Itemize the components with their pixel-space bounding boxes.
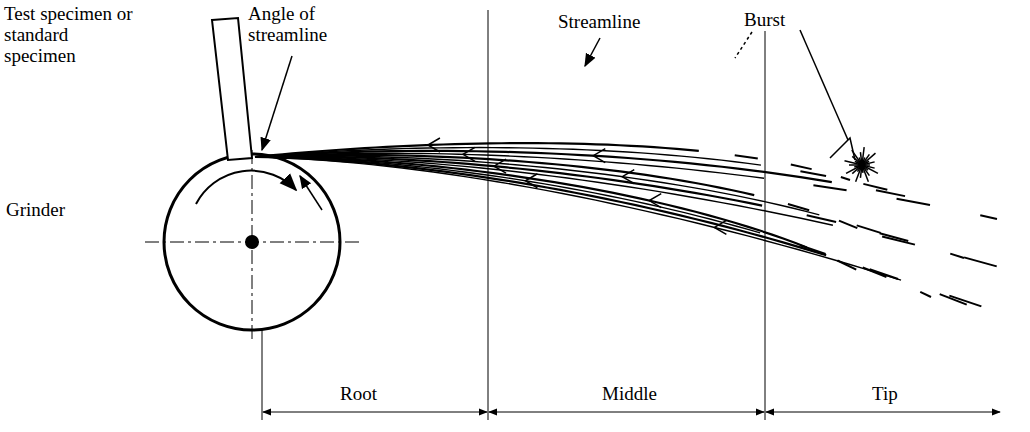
zone-divider	[765, 10, 766, 420]
burst-fork	[830, 138, 855, 160]
leader-line	[800, 30, 848, 140]
zone-label: Middle	[600, 384, 659, 405]
burst-label: Burst	[742, 10, 787, 31]
extension-line	[262, 330, 263, 420]
leader-line	[262, 56, 292, 150]
leader-line	[735, 32, 752, 58]
zone-divider	[488, 10, 489, 420]
streamline	[255, 157, 826, 255]
dimension-line	[766, 412, 1000, 413]
spark-streams	[255, 138, 1029, 323]
spark-dash	[882, 237, 915, 245]
streamline	[255, 157, 833, 225]
spark-dash	[863, 184, 887, 190]
leader-line	[300, 176, 322, 210]
spark-dash	[949, 296, 981, 307]
center-line	[252, 150, 253, 340]
streamline	[255, 157, 807, 247]
grinder-label: Grinder	[4, 200, 67, 221]
spark-dash	[839, 221, 857, 228]
burst	[862, 165, 868, 182]
spark-dash	[857, 225, 881, 233]
streamline	[255, 157, 901, 280]
spark-dash	[800, 171, 826, 176]
burst	[862, 153, 875, 165]
burst	[862, 162, 875, 165]
streamline-label: Streamline	[556, 12, 642, 33]
burst	[846, 165, 862, 173]
zone-label: Tip	[870, 384, 900, 405]
zone-label: Root	[338, 384, 379, 405]
dimension-line	[263, 412, 487, 413]
streamline	[255, 157, 760, 233]
spark-dash	[920, 292, 931, 297]
spark-dash	[980, 215, 997, 219]
dimension-line	[489, 412, 764, 413]
leader-line	[585, 38, 600, 66]
spark-dash	[841, 177, 850, 180]
spark-fork	[494, 159, 506, 173]
spark-dash	[791, 165, 812, 170]
spark-dash	[964, 257, 997, 266]
spark-dash	[950, 254, 964, 258]
spark-dash	[876, 190, 905, 196]
rotation-arrow	[196, 171, 296, 204]
spark-dash	[735, 155, 758, 158]
specimen-label: Test specimen or standard specimen	[2, 4, 144, 67]
spark-fork	[714, 220, 726, 234]
spark-dash	[813, 185, 846, 190]
center-line	[145, 242, 362, 243]
angle-label: Angle of streamline	[246, 4, 362, 46]
spark-dash	[897, 199, 930, 205]
